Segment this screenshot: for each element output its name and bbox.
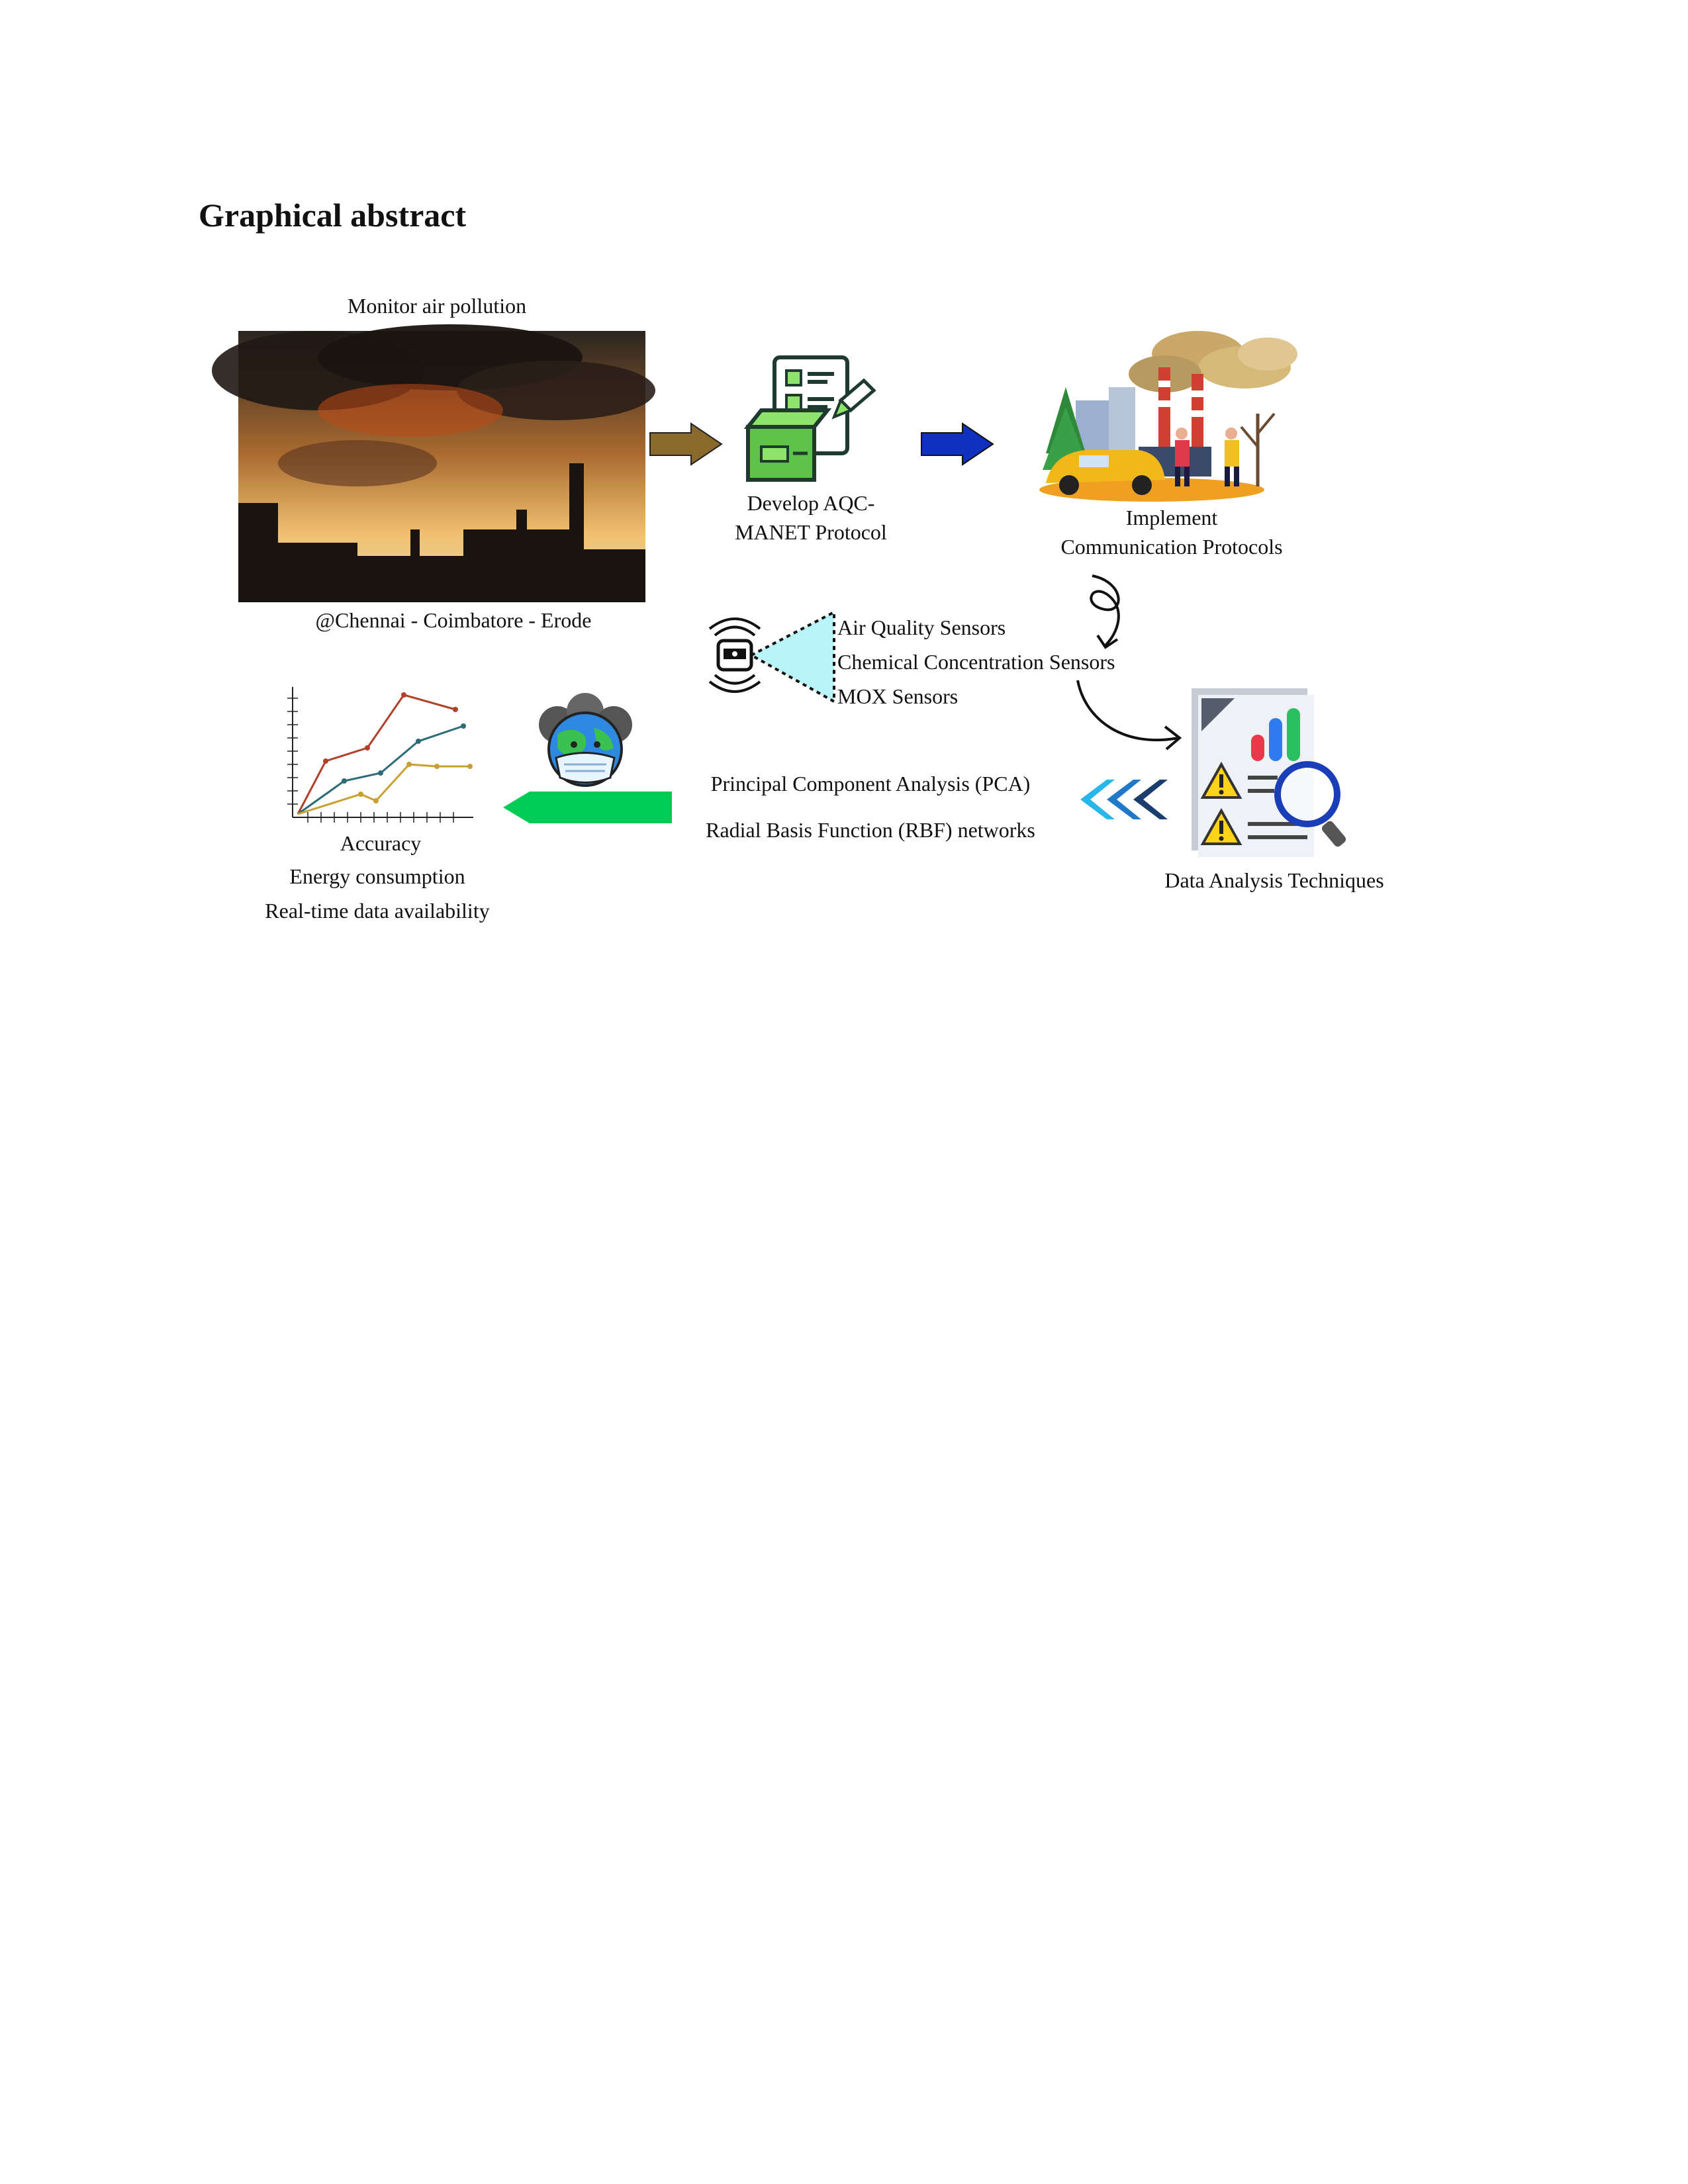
outcome-realtime: Real-time data availability [232, 896, 523, 925]
brown-arrow [650, 424, 724, 465]
chevrons-left-icon [1080, 780, 1173, 819]
blue-arrow [921, 424, 996, 465]
polluted-city-illustration [1039, 328, 1311, 500]
develop-line1: Develop AQC- [715, 488, 907, 518]
results-line-chart [278, 682, 477, 827]
masked-earth-icon [538, 695, 633, 791]
technique-rbf: Radial Basis Function (RBF) networks [682, 815, 1059, 844]
checklist-box-icon [741, 354, 880, 486]
sensor-beam-icon [708, 609, 841, 708]
sensor-item-chemical: Chemical Concentration Sensors [837, 647, 1115, 676]
data-analysis-label: Data Analysis Techniques [1139, 866, 1410, 895]
sensor-item-mox: MOX Sensors [837, 682, 958, 711]
outcome-energy: Energy consumption [245, 862, 510, 891]
curly-down-arrow [1072, 569, 1139, 655]
sensor-item-air-quality: Air Quality Sensors [837, 613, 1006, 642]
implement-line1: Implement [1026, 503, 1317, 532]
monitor-title: Monitor air pollution [238, 291, 635, 320]
technique-pca: Principal Component Analysis (PCA) [682, 769, 1059, 798]
implement-line2: Communication Protocols [1026, 532, 1317, 561]
monitor-location: @Chennai - Coimbatore - Erode [238, 606, 669, 635]
factory-smoke-photo [238, 331, 645, 602]
data-analysis-icon [1188, 685, 1354, 857]
curved-right-arrow [1072, 675, 1185, 754]
green-left-arrow [503, 792, 672, 823]
outcome-accuracy: Accuracy [265, 829, 496, 858]
page-heading: Graphical abstract [199, 196, 466, 234]
develop-line2: MANET Protocol [715, 518, 907, 547]
